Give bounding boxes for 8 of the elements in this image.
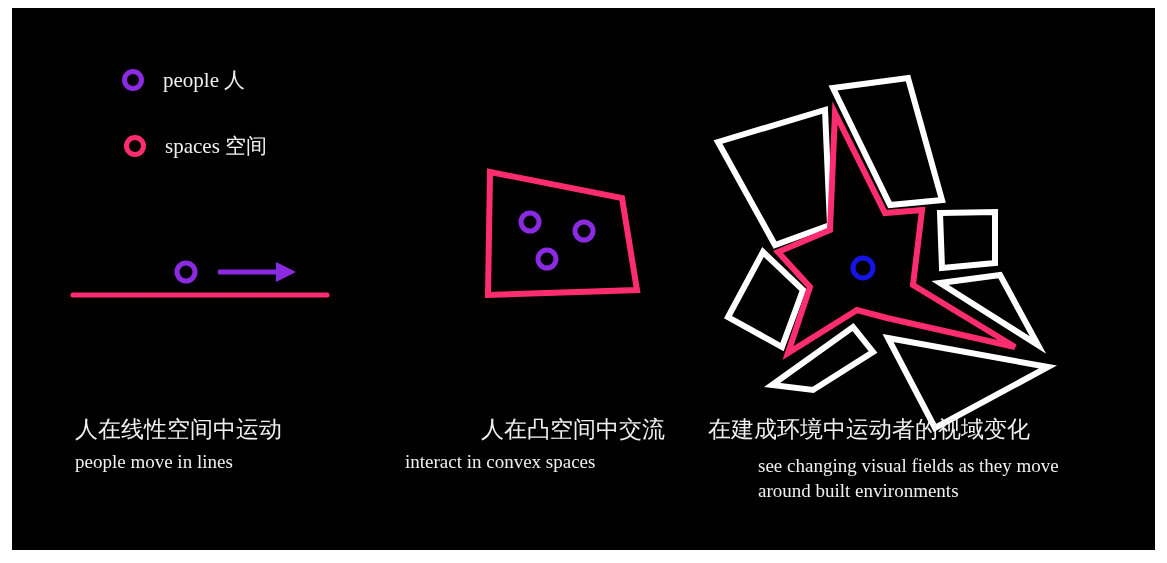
caption-chinese: 人在线性空间中运动: [75, 416, 282, 444]
caption-english: interact in convex spaces: [405, 451, 596, 474]
caption-chinese: 在建成环境中运动者的视域变化: [708, 416, 1030, 444]
legend-text: spaces 空间: [165, 133, 268, 160]
legend-text: people 人: [163, 67, 246, 94]
caption-chinese: 人在凸空间中交流: [481, 416, 665, 444]
caption-english: see changing visual fields as they move around built environments: [758, 454, 1060, 503]
caption-english: people move in lines: [75, 451, 233, 474]
